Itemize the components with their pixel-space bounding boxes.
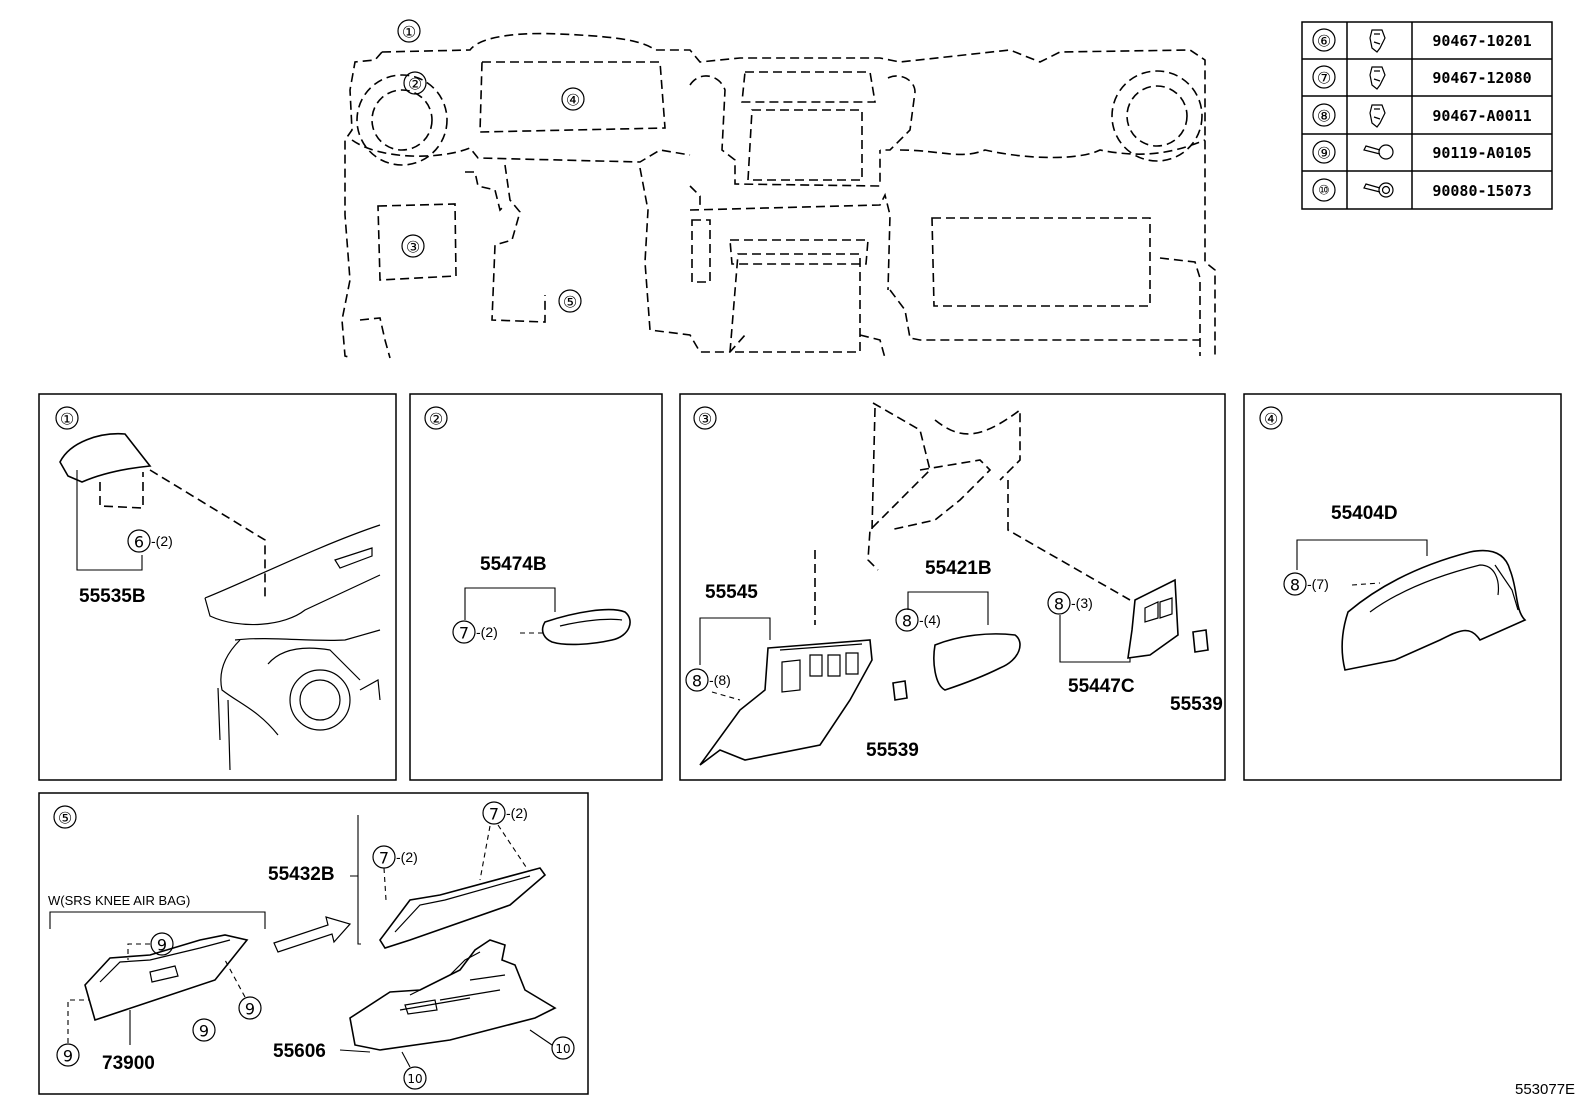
panel-5: ⑤ 55432B 7 -(2) 7 -(2) W(SRS KNEE AIR BA…	[38, 792, 589, 1095]
callout-1	[397, 19, 421, 43]
diagram-code: 553077E	[1515, 1081, 1575, 1098]
panel-4-title: ④	[1264, 410, 1278, 429]
panel-3-qty-c: -(3)	[1071, 595, 1093, 611]
table-part-no-8: 90467-A0011	[1432, 107, 1531, 125]
panel-3-fastener-b: 8	[902, 612, 912, 631]
panel-3-qty-a: -(8)	[709, 672, 731, 688]
panel-1-part-55535B: 55535B	[79, 586, 146, 607]
panel-3-part-55447C: 55447C	[1068, 676, 1135, 697]
panel-2-title: ②	[429, 410, 443, 429]
panel-2-part-55474B: 55474B	[480, 554, 547, 575]
overview-callout-1: ①	[402, 23, 416, 42]
panel-1-qty: -(2)	[151, 533, 173, 549]
panel-3-part-55539-b: 55539	[1170, 694, 1223, 715]
overview-callout-4: ④	[566, 91, 580, 110]
overview-dashboard: ① ② ③ ④ ⑤	[341, 19, 1216, 359]
table-callout-8: ⑧	[1317, 107, 1331, 126]
overview-callout-2: ②	[408, 75, 422, 94]
panel-3-qty-b: -(4)	[919, 612, 941, 628]
panel-5-screw-3: 9	[199, 1022, 209, 1041]
table-part-no-10: 90080-15073	[1432, 182, 1531, 200]
panel-3-fastener-a: 8	[692, 672, 702, 691]
panel-1-title: ①	[60, 410, 74, 429]
panel-5-screw-1: 9	[157, 936, 167, 955]
panel-3-title: ③	[698, 410, 712, 429]
table-callout-7: ⑦	[1317, 69, 1331, 88]
panel-3-part-55539-a: 55539	[866, 740, 919, 761]
bolt-icon	[1363, 182, 1394, 198]
panel-3-part-55545: 55545	[705, 582, 758, 603]
panel-5-option-label: W(SRS KNEE AIR BAG)	[48, 893, 190, 908]
panel-2: ② 55474B 7 -(2)	[409, 393, 663, 781]
overview-callout-3: ③	[406, 238, 420, 257]
table-callout-9: ⑨	[1317, 144, 1331, 163]
panel-5-part-55606: 55606	[273, 1041, 326, 1062]
table-part-no-9: 90119-A0105	[1432, 144, 1531, 162]
fastener-table: ⑥ 90467-10201 ⑦ 90467-12080 ⑧ 90467-A001…	[1301, 21, 1553, 210]
overview-callout-5: ⑤	[563, 293, 577, 312]
panel-5-fastener-a1: 7	[379, 849, 389, 868]
panel-5-part-73900: 73900	[102, 1053, 155, 1074]
table-callout-6: ⑥	[1317, 32, 1331, 51]
panel-5-bolt-2: 10	[407, 1072, 422, 1086]
panel-4-part-55404D: 55404D	[1331, 503, 1398, 524]
panel-2-fastener: 7	[459, 624, 469, 643]
panel-4-qty: -(7)	[1307, 576, 1329, 592]
clip-icon	[1369, 66, 1386, 90]
panel-4: ④ 55404D 8 -(7)	[1243, 393, 1562, 781]
panel-5-qty-a2: -(2)	[506, 805, 528, 821]
clip-icon	[1369, 29, 1386, 53]
panel-3-part-55421B: 55421B	[925, 558, 992, 579]
panel-2-qty: -(2)	[476, 624, 498, 640]
table-part-no-7: 90467-12080	[1432, 69, 1531, 87]
panel-5-fastener-a2: 7	[489, 805, 499, 824]
panel-5-bolt-1: 10	[555, 1042, 570, 1056]
panel-3: ③ 55545 8 -(8) 55421B 8 -(4) 8 -(3) 5544…	[679, 393, 1226, 781]
panel-3-fastener-c: 8	[1054, 595, 1064, 614]
clip-icon	[1369, 104, 1386, 128]
screw-icon	[1363, 144, 1394, 160]
panel-5-qty-a1: -(2)	[396, 849, 418, 865]
arrow-icon	[273, 916, 352, 953]
panel-5-screw-2: 9	[245, 1000, 255, 1019]
table-callout-10: ⑩	[1318, 184, 1330, 199]
panel-1: ① 6 -(2) 55535B	[38, 393, 397, 781]
panel-5-part-55432B: 55432B	[268, 864, 335, 885]
panel-1-fastener: 6	[134, 533, 144, 552]
panel-4-fastener: 8	[1290, 576, 1300, 595]
panel-5-title: ⑤	[58, 809, 72, 828]
table-part-no-6: 90467-10201	[1432, 32, 1531, 50]
panel-5-screw-4: 9	[63, 1047, 73, 1066]
